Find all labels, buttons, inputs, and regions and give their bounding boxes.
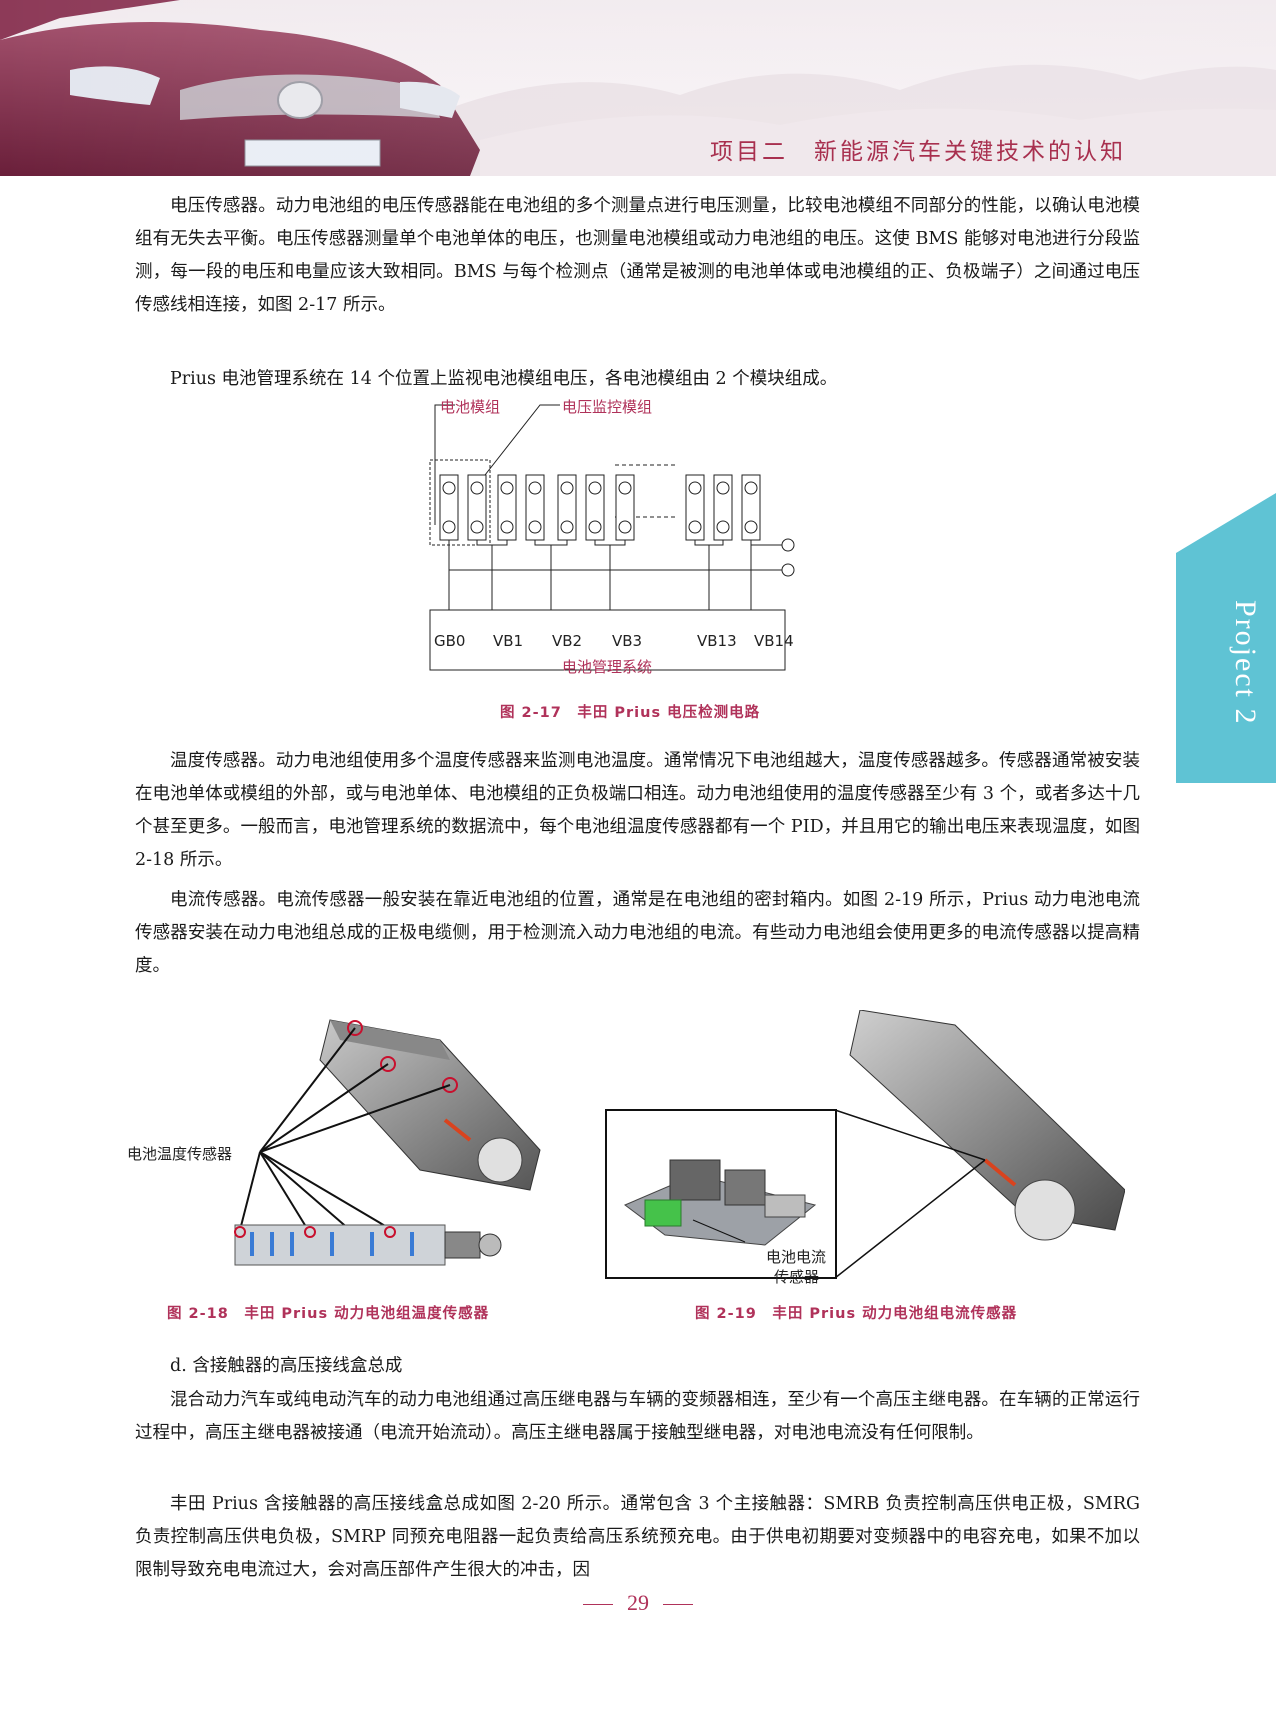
- side-tab-label: Project 2: [1229, 600, 1262, 726]
- fig17-bms-label: 电池管理系统: [562, 658, 653, 676]
- paragraph-high-voltage-relay: 混合动力汽车或纯电动汽车的动力电池组通过高压继电器与车辆的变频器相连，至少有一个…: [135, 1390, 1140, 1443]
- figure-2-19-caption: 图 2-19 丰田 Prius 动力电池组电流传感器: [695, 1306, 1018, 1322]
- side-tab: [1176, 493, 1276, 783]
- figure-2-18-caption: 图 2-18 丰田 Prius 动力电池组温度传感器: [167, 1306, 490, 1322]
- paragraph-prius-bms: Prius 电池管理系统在 14 个位置上监视电池模组电压，各电池模组由 2 个…: [170, 369, 838, 389]
- paragraph-prius-junction-box: 丰田 Prius 含接触器的高压接线盒总成如图 2-20 所示。通常包含 3 个…: [135, 1494, 1140, 1580]
- page-number: 29: [0, 1590, 1276, 1616]
- page-header: 项目二 新能源汽车关键技术的认知: [0, 0, 1276, 176]
- figure-2-17-voltage-circuit: [429, 404, 795, 671]
- paragraph-current-sensor: 电流传感器。电流传感器一般安装在靠近电池组的位置，通常是在电池组的密封箱内。如图…: [135, 890, 1140, 976]
- fig17-label-battery-module: 电池模组: [440, 398, 501, 416]
- section-heading-d: d. 含接触器的高压接线盒总成: [170, 1356, 403, 1376]
- fig17-terminal-vb13: VB13: [697, 632, 737, 650]
- page-number-value: 29: [627, 1590, 649, 1615]
- fig17-label-voltage-monitor: 电压监控模组: [562, 398, 653, 416]
- fig17-terminal-vb1: VB1: [493, 632, 524, 650]
- paragraph-voltage-sensor: 电压传感器。动力电池组的电压传感器能在电池组的多个测量点进行电压测量，比较电池模…: [135, 196, 1140, 315]
- paragraph-temperature-sensor: 温度传感器。动力电池组使用多个温度传感器来监测电池温度。通常情况下电池组越大，温…: [135, 751, 1140, 870]
- fig17-terminal-gb0: GB0: [434, 632, 466, 650]
- figure-2-17-caption: 图 2-17 丰田 Prius 电压检测电路: [500, 705, 761, 721]
- fig17-terminal-vb14: VB14: [754, 632, 794, 650]
- header-title: 项目二 新能源汽车关键技术的认知: [710, 139, 1126, 165]
- figure-2-19-current-sensor-photo: [605, 1010, 1125, 1279]
- fig18-label-temperature-sensor: 电池温度传感器: [127, 1145, 233, 1163]
- figure-2-18-temperature-sensor-photo: [234, 1019, 541, 1266]
- fig17-terminal-vb3: VB3: [612, 632, 643, 650]
- fig19-label-current-line2: 传感器: [774, 1268, 820, 1286]
- header-car-illustration: [0, 0, 1276, 176]
- fig17-terminal-vb2: VB2: [552, 632, 583, 650]
- fig19-label-current-line1: 电池电流: [766, 1248, 827, 1266]
